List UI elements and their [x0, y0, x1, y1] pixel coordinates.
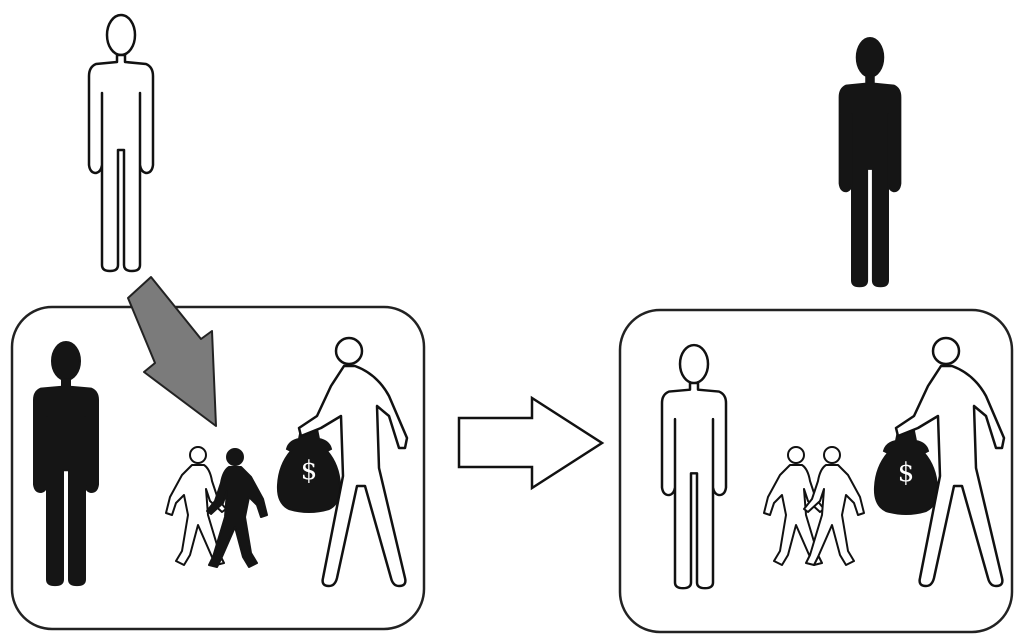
money-bag-icon: $ — [278, 429, 340, 512]
money-bag-icon-right: $ — [875, 431, 937, 514]
gray-intervention-arrow — [128, 277, 216, 426]
money-bag-symbol-right: $ — [898, 458, 915, 488]
left-panel: $ — [12, 15, 424, 629]
dark-standing-figure — [34, 342, 98, 585]
outline-standing-figure — [662, 345, 726, 588]
observer-outline-figure — [89, 15, 153, 271]
small-dark-figure — [207, 449, 267, 567]
money-bag-symbol: $ — [301, 456, 318, 486]
right-panel: $ — [620, 38, 1012, 632]
dark-observer-figure — [840, 38, 901, 286]
transition-arrow — [459, 398, 602, 488]
small-outline-figure-right — [804, 447, 864, 565]
